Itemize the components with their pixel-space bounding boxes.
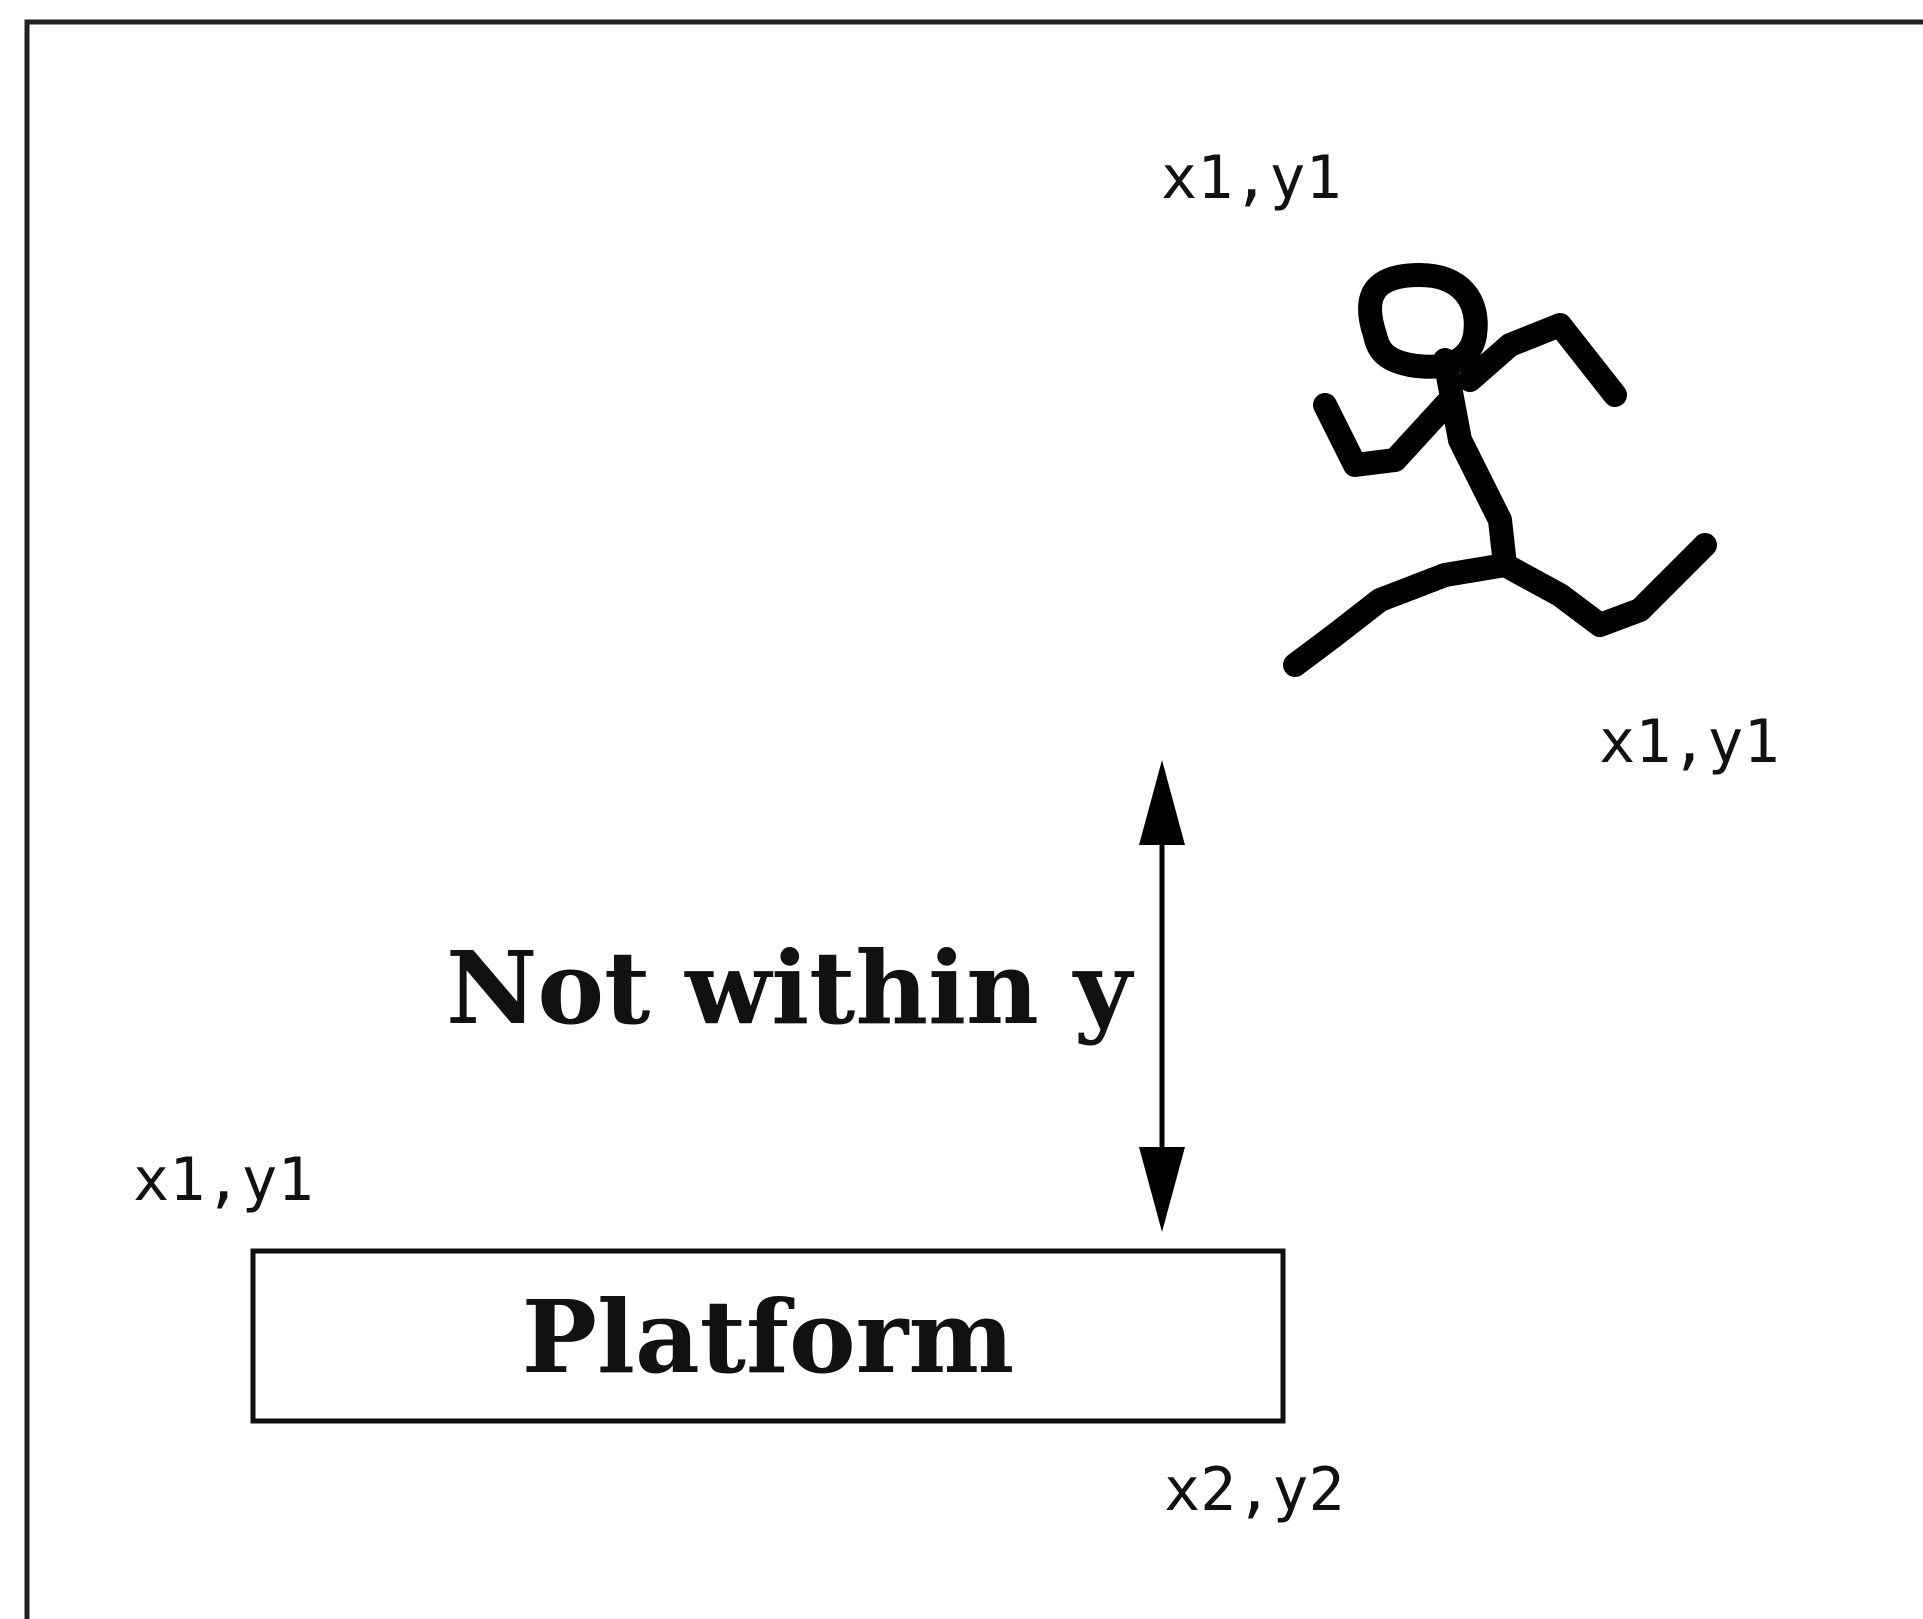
platform-label: Platform — [522, 1278, 1014, 1396]
player-bottom-label: x1,y1 — [1599, 707, 1780, 777]
gap-arrow-icon — [1139, 760, 1185, 1232]
diagram-frame — [24, 19, 1923, 1619]
platform-bottom-label: x2,y2 — [1164, 1455, 1345, 1525]
player-top-label: x1,y1 — [1161, 143, 1342, 213]
running-player-icon — [1283, 263, 1717, 677]
gap-label: Not within y — [446, 929, 1135, 1047]
platform-top-label: x1,y1 — [133, 1145, 314, 1215]
platform-box — [250, 1248, 1286, 1424]
